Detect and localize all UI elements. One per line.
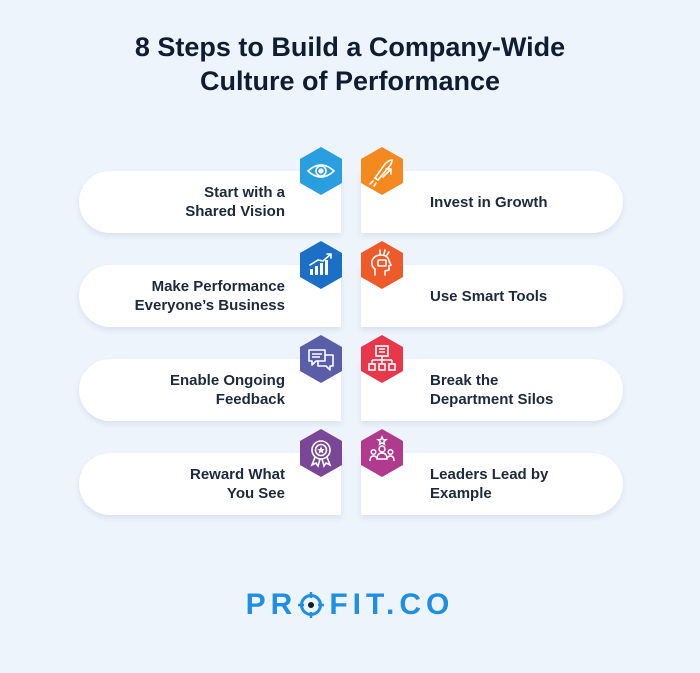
step-label: Make Performance Everyone’s Business (134, 278, 285, 314)
step-label: Invest in Growth (430, 193, 548, 211)
step-label: Reward What You See (189, 466, 285, 502)
page-title: 8 Steps to Build a Company-Wide Culture … (0, 30, 700, 98)
profit-co-logo: PR FIT.CO (0, 588, 700, 622)
title-line-2: Culture of Performance (199, 66, 501, 96)
hex-bg (300, 335, 342, 383)
hex-bg (300, 429, 342, 477)
step-label: Use Smart Tools (430, 287, 548, 305)
step-card-invest-growth: Invest in Growth (361, 171, 623, 233)
chat-bubbles-icon (300, 335, 342, 383)
step-card-leaders-example: Leaders Lead by Example (361, 453, 623, 515)
hex-bg (361, 147, 403, 195)
step-card-department-silos: Break the Department Silos (361, 359, 623, 421)
step-label: Break the Department Silos (430, 372, 554, 408)
team-leader-icon (361, 429, 403, 477)
head-tools-icon (361, 241, 403, 289)
growth-chart-icon (300, 241, 342, 289)
step-card-shared-vision: Start with a Shared Vision (79, 171, 341, 233)
step-label: Leaders Lead by Example (430, 466, 549, 502)
title-line-1: 8 Steps to Build a Company-Wide (134, 32, 566, 62)
step-card-ongoing-feedback: Enable Ongoing Feedback (79, 359, 341, 421)
hex-bg (361, 241, 403, 289)
rocket-icon (361, 147, 403, 195)
logo-text-start: PR (245, 588, 298, 621)
step-card-smart-tools: Use Smart Tools (361, 265, 623, 327)
step-card-reward: Reward What You See (79, 453, 341, 515)
logo-target-icon (298, 592, 325, 618)
step-label: Enable Ongoing Feedback (170, 372, 285, 408)
logo-text-end: FIT.CO (329, 588, 455, 621)
step-label: Start with a Shared Vision (185, 184, 285, 220)
award-badge-icon (300, 429, 342, 477)
org-chart-icon (361, 335, 403, 383)
eye-icon (300, 147, 342, 195)
step-card-performance-business: Make Performance Everyone’s Business (79, 265, 341, 327)
